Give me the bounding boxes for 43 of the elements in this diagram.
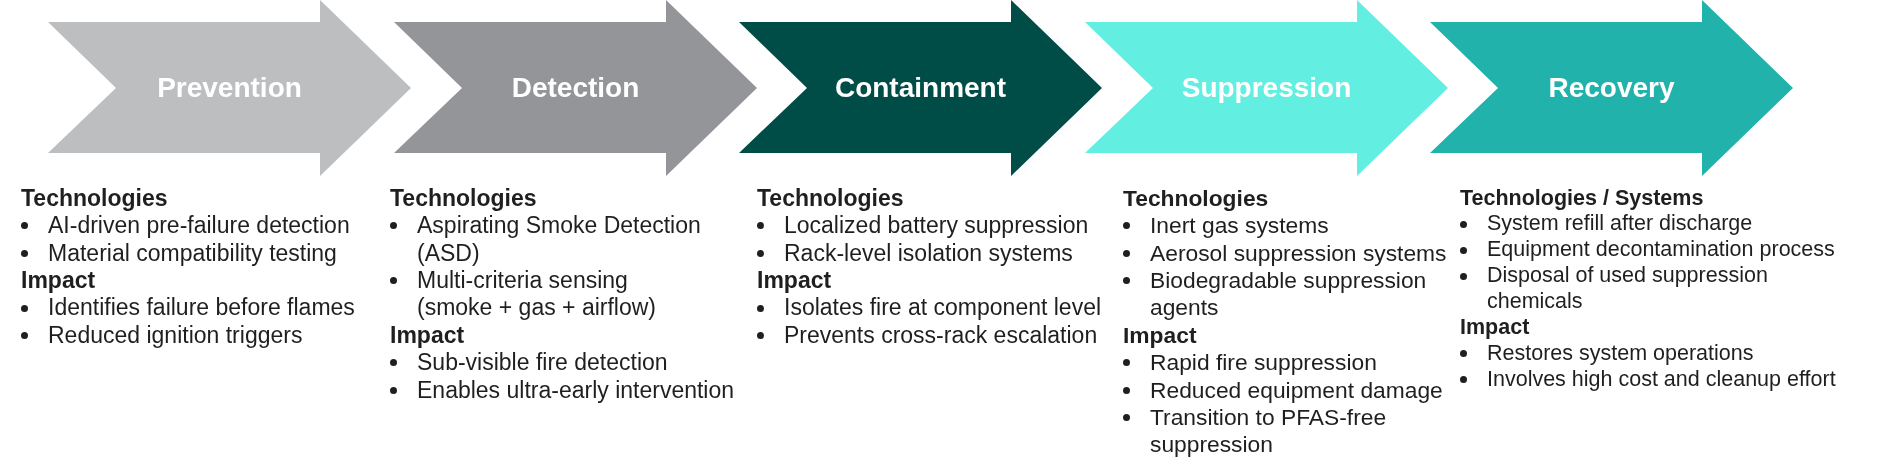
bullet-text: System refill after discharge xyxy=(1487,211,1753,236)
step-title: Detection xyxy=(511,72,640,104)
process-step xyxy=(1085,0,1448,176)
section-heading: Technologies xyxy=(1123,184,1269,213)
step-title: Containment xyxy=(834,72,1007,104)
section-heading: Technologies xyxy=(390,184,537,213)
bullet-text: Rapid fire suppression xyxy=(1150,349,1377,376)
bullet-text: Identifies failure before flames xyxy=(48,294,355,321)
bullet-text: Rack-level isolation systems xyxy=(784,239,1073,266)
section-heading: Impact xyxy=(757,267,832,295)
bullet-text: AI-driven pre-failure detection xyxy=(48,212,350,239)
bullet-text: Isolates fire at component level xyxy=(784,294,1102,321)
bullet-text: Reduced equipment damage xyxy=(1150,376,1443,403)
process-step xyxy=(1430,0,1793,176)
section-heading: Impact xyxy=(1123,321,1197,350)
bullet-text: Aspirating Smoke Detection (ASD) xyxy=(417,212,701,266)
step-title: Suppression xyxy=(1181,72,1352,104)
bullet-text: Equipment decontamination process xyxy=(1487,237,1835,262)
bullet-text: Localized battery suppression xyxy=(784,212,1089,239)
process-step xyxy=(48,0,411,176)
bullet-text: Multi-criteria sensing (smoke + gas + airflow) xyxy=(417,267,657,321)
bullet-text: Enables ultra-early intervention xyxy=(417,376,735,403)
section-heading: Technologies xyxy=(757,184,904,213)
bullet-text: Prevents cross-rack escalation xyxy=(784,321,1098,348)
bullet-text: Restores system operations xyxy=(1487,341,1754,365)
bullet-text: Involves high cost and cleanup effort xyxy=(1487,366,1836,391)
process-step xyxy=(394,0,757,176)
section-heading: Impact xyxy=(1460,315,1530,341)
bullet-text: Biodegradable suppression agents xyxy=(1150,267,1427,321)
step-title: Recovery xyxy=(1548,72,1675,104)
bullet-text: Sub-visible fire detection xyxy=(417,349,668,376)
section-heading: Impact xyxy=(390,321,465,350)
bullet-text: Aerosol suppression systems xyxy=(1150,239,1447,266)
bullet-text: Transition to PFAS-free suppression xyxy=(1150,404,1387,458)
bullet-text: Material compatibility testing xyxy=(48,239,337,266)
bullet-text: Inert gas systems xyxy=(1150,212,1329,239)
bullet-text: Disposal of used suppression chemicals xyxy=(1487,263,1768,314)
process-step xyxy=(739,0,1102,176)
section-heading: Technologies / Systems xyxy=(1460,185,1704,212)
bullet-text: Reduced ignition triggers xyxy=(48,321,303,348)
section-heading: Impact xyxy=(21,267,96,295)
section-heading: Technologies xyxy=(21,184,168,213)
step-title: Prevention xyxy=(157,72,302,104)
